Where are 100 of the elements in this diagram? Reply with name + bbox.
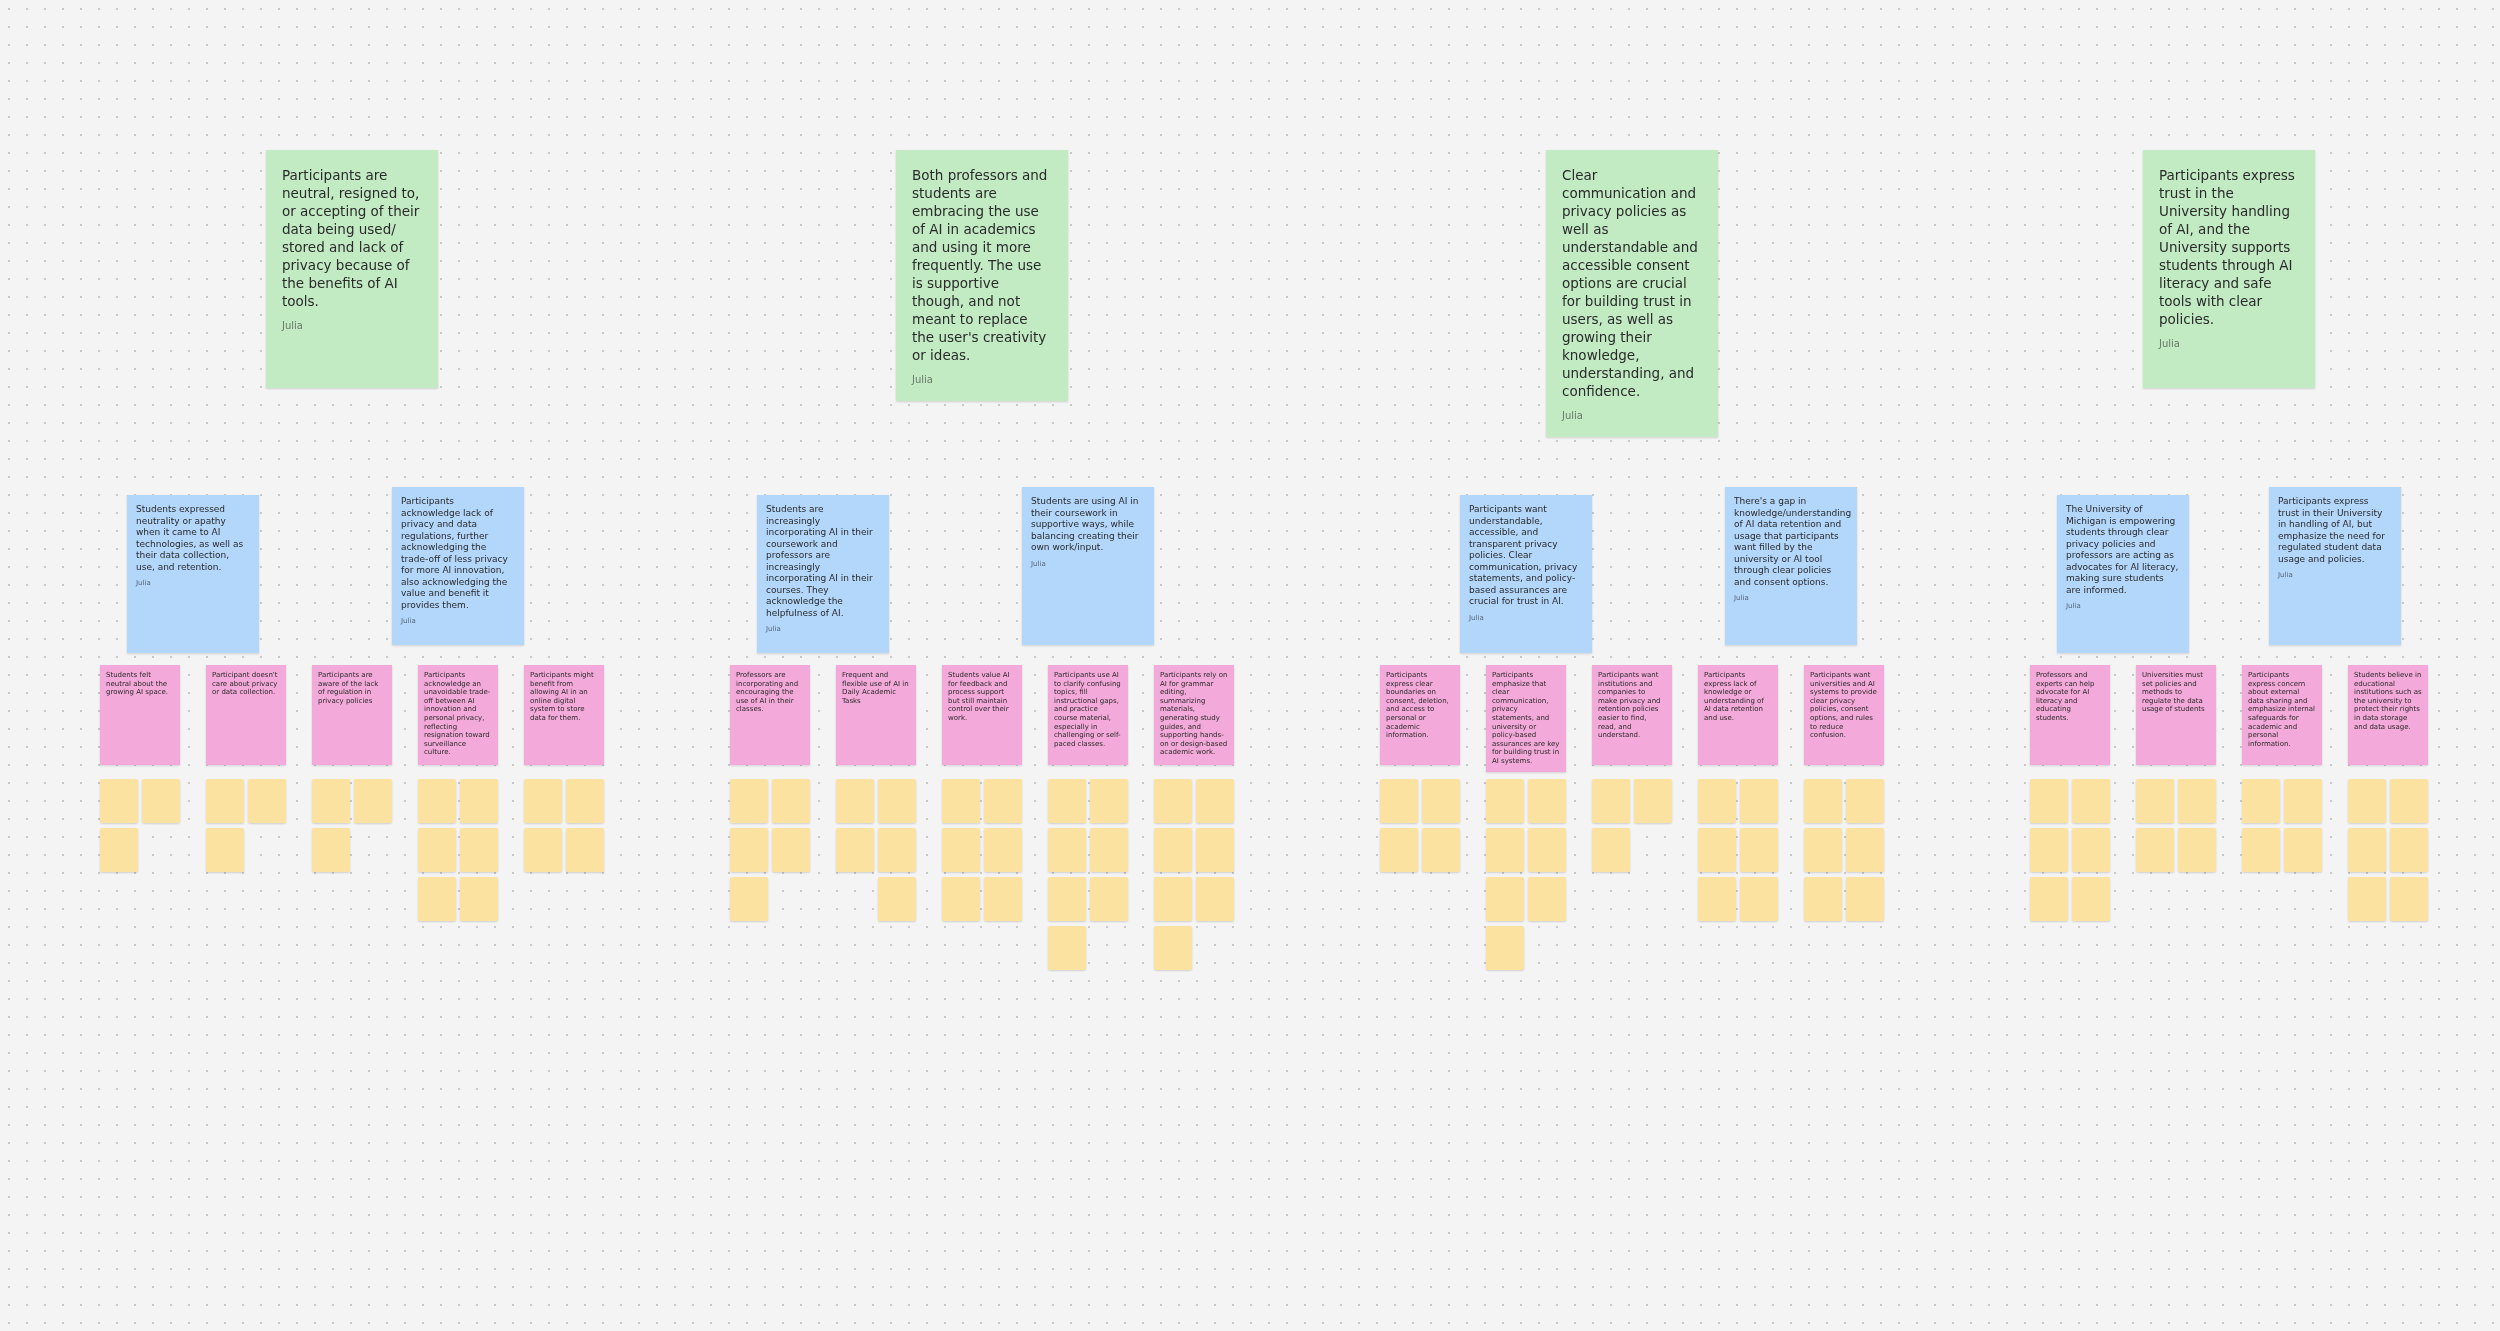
- sticky-note: [418, 877, 456, 921]
- sticky-note: [942, 828, 980, 872]
- sticky-note: [1422, 828, 1460, 872]
- sticky-note: [1090, 828, 1128, 872]
- sticky-note: [1380, 779, 1418, 823]
- sticky-note: [1048, 926, 1086, 970]
- sticky-note: [1090, 779, 1128, 823]
- sticky-note: [1846, 877, 1884, 921]
- sticky-note: [730, 779, 768, 823]
- sticky-note: [2242, 665, 2322, 765]
- sticky-note: [460, 828, 498, 872]
- sticky-note: [2057, 495, 2189, 653]
- sticky-note: [984, 828, 1022, 872]
- sticky-note: [2390, 779, 2428, 823]
- sticky-note: [2072, 779, 2110, 823]
- author-name: Julia: [912, 374, 934, 385]
- sticky-note: [2136, 828, 2174, 872]
- sticky-note: [2269, 487, 2401, 645]
- sticky-note: [772, 779, 810, 823]
- sticky-note: [2242, 779, 2280, 823]
- sticky-note: [1486, 665, 1566, 772]
- sticky-note: [1740, 828, 1778, 872]
- sticky-note: [1196, 779, 1234, 823]
- sticky-note: [1048, 877, 1086, 921]
- sticky-note: [1698, 779, 1736, 823]
- sticky-note: [100, 828, 138, 872]
- sticky-note: [2348, 665, 2428, 765]
- sticky-note: [984, 877, 1022, 921]
- note-text: Students are using AI in their coursework in supportive ways, while balancing creating their own work/input.: [1031, 496, 1140, 554]
- note-text: Participants are neutral, resigned to, or accepting of their data being used/ stored and lack of privacy because of the benefits of AI tools.: [282, 166, 421, 310]
- sticky-note: [312, 779, 350, 823]
- sticky-note: [2284, 779, 2322, 823]
- sticky-note: [524, 779, 562, 823]
- sticky-note: [2242, 828, 2280, 872]
- sticky-note: [1048, 828, 1086, 872]
- sticky-note: [730, 828, 768, 872]
- sticky-note: [460, 877, 498, 921]
- sticky-note: [1592, 828, 1630, 872]
- sticky-note: [418, 779, 456, 823]
- sticky-note: [2284, 828, 2322, 872]
- sticky-note: [266, 150, 438, 388]
- sticky-note: [1422, 779, 1460, 823]
- sticky-note: [942, 877, 980, 921]
- sticky-note: [1486, 828, 1524, 872]
- note-text: Students expressed neutrality or apathy when it came to AI technologies, as well as their data collection, use, and retention.: [136, 504, 245, 573]
- sticky-note: [757, 495, 889, 653]
- sticky-note: [730, 877, 768, 921]
- sticky-note: [1196, 877, 1234, 921]
- note-text: Participants want understandable, accessible, and transparent privacy policies. Clear communication, privacy statements, and policy-based assurances are crucial for trust in AI.: [1469, 504, 1579, 608]
- sticky-note: [2348, 828, 2386, 872]
- sticky-note: [1528, 828, 1566, 872]
- sticky-note: [1528, 877, 1566, 921]
- sticky-note: [1698, 828, 1736, 872]
- sticky-note: [942, 779, 980, 823]
- note-text: Participants express trust in their University in handling of AI, but emphasize the need for regulated student data usage and policies.: [2278, 496, 2386, 565]
- sticky-note: [1154, 877, 1192, 921]
- sticky-note: [1048, 779, 1086, 823]
- sticky-note: [392, 487, 524, 645]
- sticky-note: [1154, 779, 1192, 823]
- sticky-note: [566, 779, 604, 823]
- sticky-note: [2390, 828, 2428, 872]
- sticky-note: [2136, 779, 2174, 823]
- sticky-note: [418, 828, 456, 872]
- sticky-note: [1196, 828, 1234, 872]
- sticky-note: [1740, 779, 1778, 823]
- sticky-note: [418, 665, 498, 765]
- sticky-note: [206, 828, 244, 872]
- sticky-note: [206, 665, 286, 765]
- sticky-note: [2178, 779, 2216, 823]
- sticky-note: [1022, 487, 1154, 645]
- note-text: Participants acknowledge lack of privacy and data regulations, further acknowledging the trade-off of less privacy for more AI innovation, also acknowledging the value and benefit it provides them.: [401, 496, 509, 611]
- sticky-note: [2390, 877, 2428, 921]
- note-text: Students are increasingly incorporating AI in their coursework and professors are increasingly incorporating AI in their courses. They acknowledge the helpfulness of AI.: [766, 504, 874, 619]
- sticky-note: [2072, 877, 2110, 921]
- sticky-note: [2348, 779, 2386, 823]
- sticky-note: [1592, 779, 1630, 823]
- sticky-note: [2136, 665, 2216, 765]
- sticky-note: [1486, 877, 1524, 921]
- sticky-note: [524, 665, 604, 765]
- sticky-note: [1846, 779, 1884, 823]
- sticky-note: [524, 828, 562, 872]
- sticky-note: [1528, 779, 1566, 823]
- sticky-note: [896, 150, 1068, 401]
- sticky-note: [312, 828, 350, 872]
- author-name: Julia: [282, 320, 304, 331]
- sticky-note: [1090, 877, 1128, 921]
- sticky-note: [836, 828, 874, 872]
- sticky-note: [2030, 828, 2068, 872]
- sticky-note: [142, 779, 180, 823]
- sticky-note: [460, 779, 498, 823]
- sticky-note: [1846, 828, 1884, 872]
- sticky-note: [248, 779, 286, 823]
- sticky-note: [2178, 828, 2216, 872]
- sticky-note: [984, 779, 1022, 823]
- sticky-note: [206, 779, 244, 823]
- sticky-note: [1592, 665, 1672, 765]
- sticky-note: [1804, 665, 1884, 765]
- sticky-note: [1486, 926, 1524, 970]
- sticky-note: [1546, 150, 1718, 437]
- sticky-note: [2143, 150, 2315, 388]
